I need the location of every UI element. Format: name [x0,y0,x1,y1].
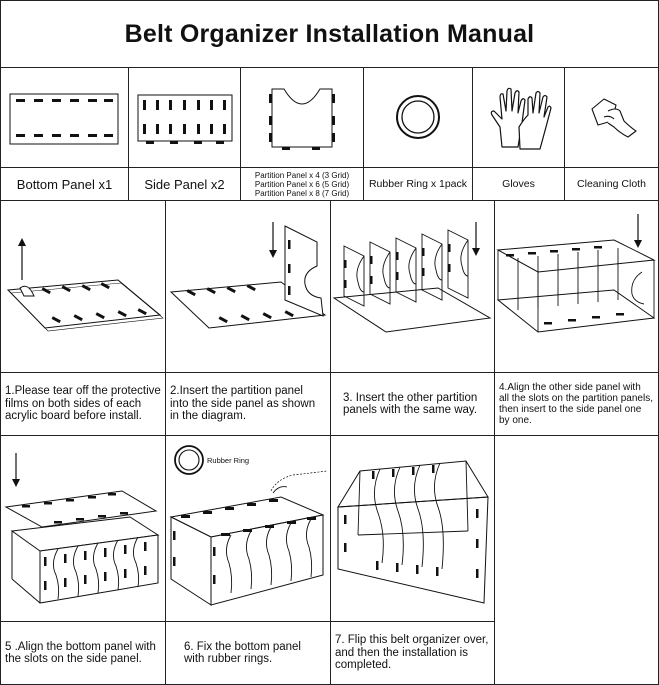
rubber-ring-icon [396,95,440,139]
partition-label-line-1: Partition Panel x 4 (3 Grid) [254,170,350,180]
step-2-caption: 2.Insert the partition panel into the si… [165,372,331,436]
step-5-illustration [4,453,160,604]
step-4-text: 4.Align the other side panel with all th… [499,382,653,426]
step-1-text: 1.Please tear off the protective films o… [5,385,161,423]
bottom-panel-icon [9,93,119,145]
cleaning-cloth-label: Cleaning Cloth [577,178,646,190]
partition-panel-icon [269,88,335,150]
partition-label-line-3: Partition Panel x 8 (7 Grid) [254,188,350,198]
step-6-illustration [169,445,328,606]
empty-cell [494,435,659,685]
part-label-bottom-panel: Bottom Panel x1 [0,167,129,201]
rubber-ring-label: Rubber Ring x 1pack [368,178,468,190]
cleaning-cloth-icon [591,98,637,138]
side-panel-label: Side Panel x2 [144,176,225,192]
gloves-icon [490,87,552,150]
step-6-caption: 6. Fix the bottom panel with rubber ring… [165,621,331,685]
part-label-partition-panel: Partition Panel x 4 (3 Grid) Partition P… [240,167,364,201]
gloves-label: Gloves [502,178,535,190]
bottom-panel-label: Bottom Panel x1 [16,176,113,192]
step-3-illustration [332,222,492,333]
step-5-text: 5 .Align the bottom panel with the slots… [5,640,156,666]
step-5-caption: 5 .Align the bottom panel with the slots… [0,621,166,685]
step-1-caption: 1.Please tear off the protective films o… [0,372,166,436]
part-label-cleaning-cloth: Cleaning Cloth [564,167,659,201]
step-6-text: 6. Fix the bottom panel with rubber ring… [184,640,301,666]
part-label-gloves: Gloves [472,167,565,201]
part-label-rubber-ring: Rubber Ring x 1pack [363,167,473,201]
manual-title: Belt Organizer Installation Manual [0,0,659,68]
step-2-text: 2.Insert the partition panel into the si… [170,385,316,423]
part-label-side-panel: Side Panel x2 [128,167,241,201]
step-4-illustration [496,214,656,333]
rubber-ring-callout: Rubber Ring [207,456,250,465]
step-3-text: 3. Insert the other partition panels wit… [343,391,478,417]
step-2-illustration [169,222,327,329]
step-7-caption: 7. Flip this belt organizer over, and th… [330,621,495,685]
side-panel-icon [137,94,233,144]
step-3-caption: 3. Insert the other partition panels wit… [330,372,495,436]
step-1-illustration [6,238,164,332]
step-4-caption: 4.Align the other side panel with all th… [494,372,659,436]
step-7-illustration [337,460,489,604]
partition-label-line-2: Partition Panel x 6 (5 Grid) [254,179,350,189]
step-7-text: 7. Flip this belt organizer over, and th… [335,634,489,672]
